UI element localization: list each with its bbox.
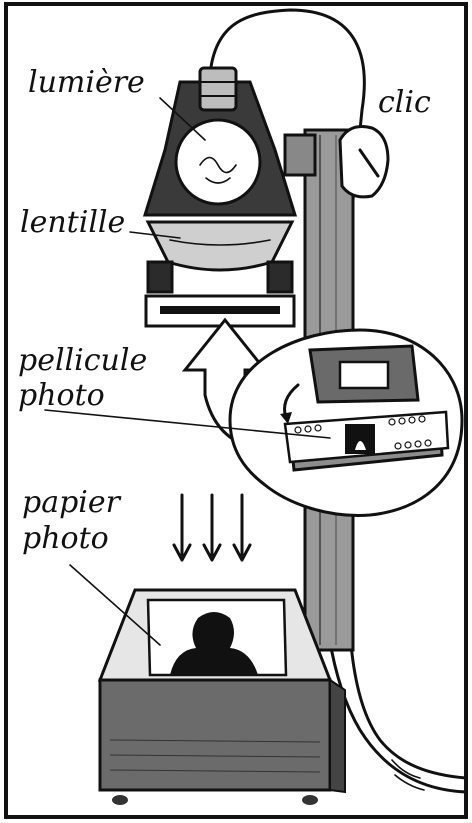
- light-arrows: [174, 495, 250, 560]
- label-lens: lentille: [20, 205, 125, 240]
- enlarger-arm: [285, 135, 315, 175]
- label-light: lumière: [28, 65, 145, 100]
- label-paper-2: photo: [22, 521, 109, 556]
- label-film-2: photo: [18, 378, 105, 413]
- label-paper-1: papier: [22, 485, 122, 520]
- bulb-socket: [200, 68, 236, 110]
- label-film-1: pellicule: [18, 343, 147, 378]
- film-slot: [160, 306, 280, 314]
- label-click: clic: [378, 85, 431, 120]
- light-bulb: [176, 120, 260, 204]
- baseboard-front: [100, 680, 330, 790]
- switch: [340, 127, 388, 197]
